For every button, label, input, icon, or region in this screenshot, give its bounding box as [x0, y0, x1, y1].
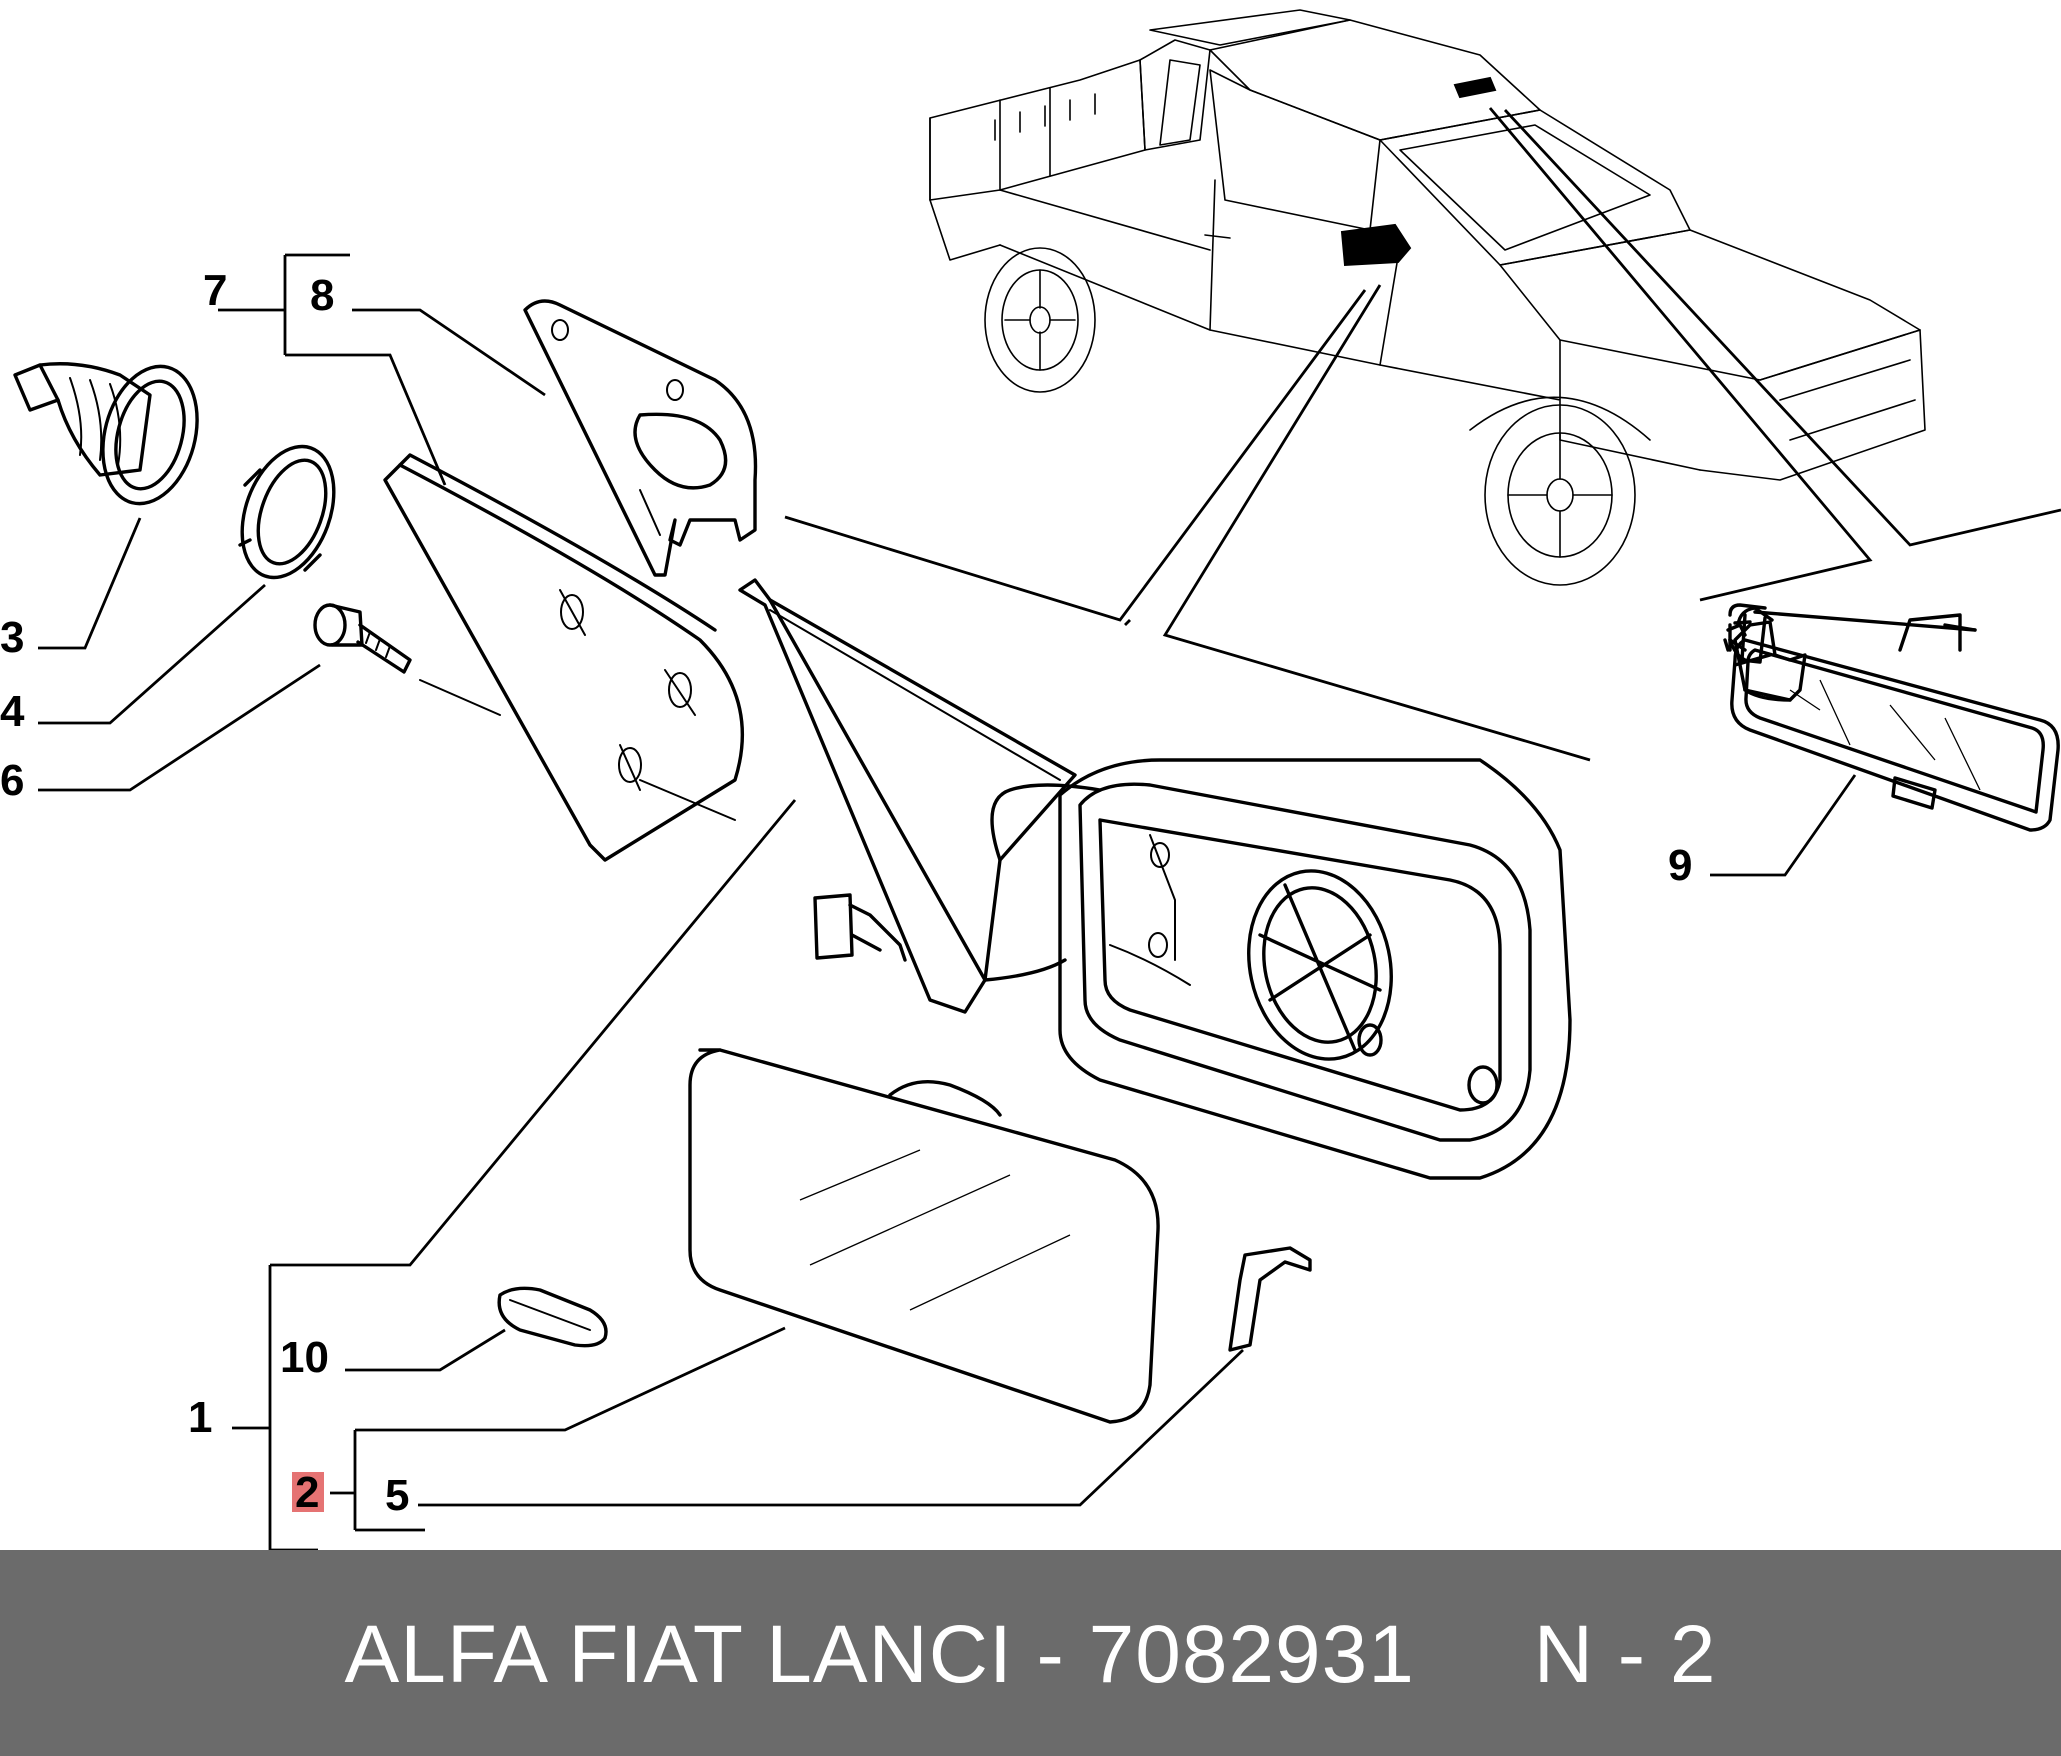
part-number-text: ALFA FIAT LANCI - 7082931 N - 2 — [344, 1609, 1717, 1700]
leader-lines — [38, 107, 2061, 1550]
callout-2: 2 — [295, 1468, 319, 1517]
door-mirror-marker-icon — [1340, 223, 1412, 267]
interior-mirror-marker-icon — [1453, 76, 1497, 99]
callout-3: 3 — [0, 613, 24, 662]
part-8-gasket-plate — [523, 299, 758, 577]
mirror-base-arm — [738, 578, 1102, 1014]
part-5-mirror-glass — [688, 1048, 1160, 1424]
callout-5: 5 — [385, 1471, 409, 1520]
callout-10: 10 — [280, 1333, 329, 1382]
part-8-mounting-plate — [383, 453, 745, 862]
exploded-parts-diagram: 7 8 3 4 6 9 10 1 2 5 — [0, 9, 2061, 1550]
part-4-retaining-ring — [238, 444, 336, 580]
part-3-rubber-boot — [13, 362, 199, 506]
callout-2-highlight — [292, 1472, 324, 1512]
callout-1: 1 — [188, 1393, 212, 1442]
callout-labels: 7 8 3 4 6 9 10 1 2 5 — [0, 266, 1692, 1520]
part-10-pad — [497, 1286, 608, 1348]
callout-6: 6 — [0, 756, 24, 805]
callout-9: 9 — [1668, 841, 1692, 890]
part-5-clip — [1228, 1246, 1312, 1352]
callout-8: 8 — [310, 271, 334, 320]
part-9-interior-mirror — [1723, 603, 2060, 832]
part-6-screw — [313, 603, 412, 674]
part-number-footer: ALFA FIAT LANCI - 7082931 N - 2 — [0, 1550, 2061, 1756]
callout-4: 4 — [0, 687, 25, 736]
pickup-truck-illustration — [929, 9, 1926, 586]
callout-7: 7 — [203, 266, 227, 315]
mirror-housing — [1058, 758, 1572, 1180]
